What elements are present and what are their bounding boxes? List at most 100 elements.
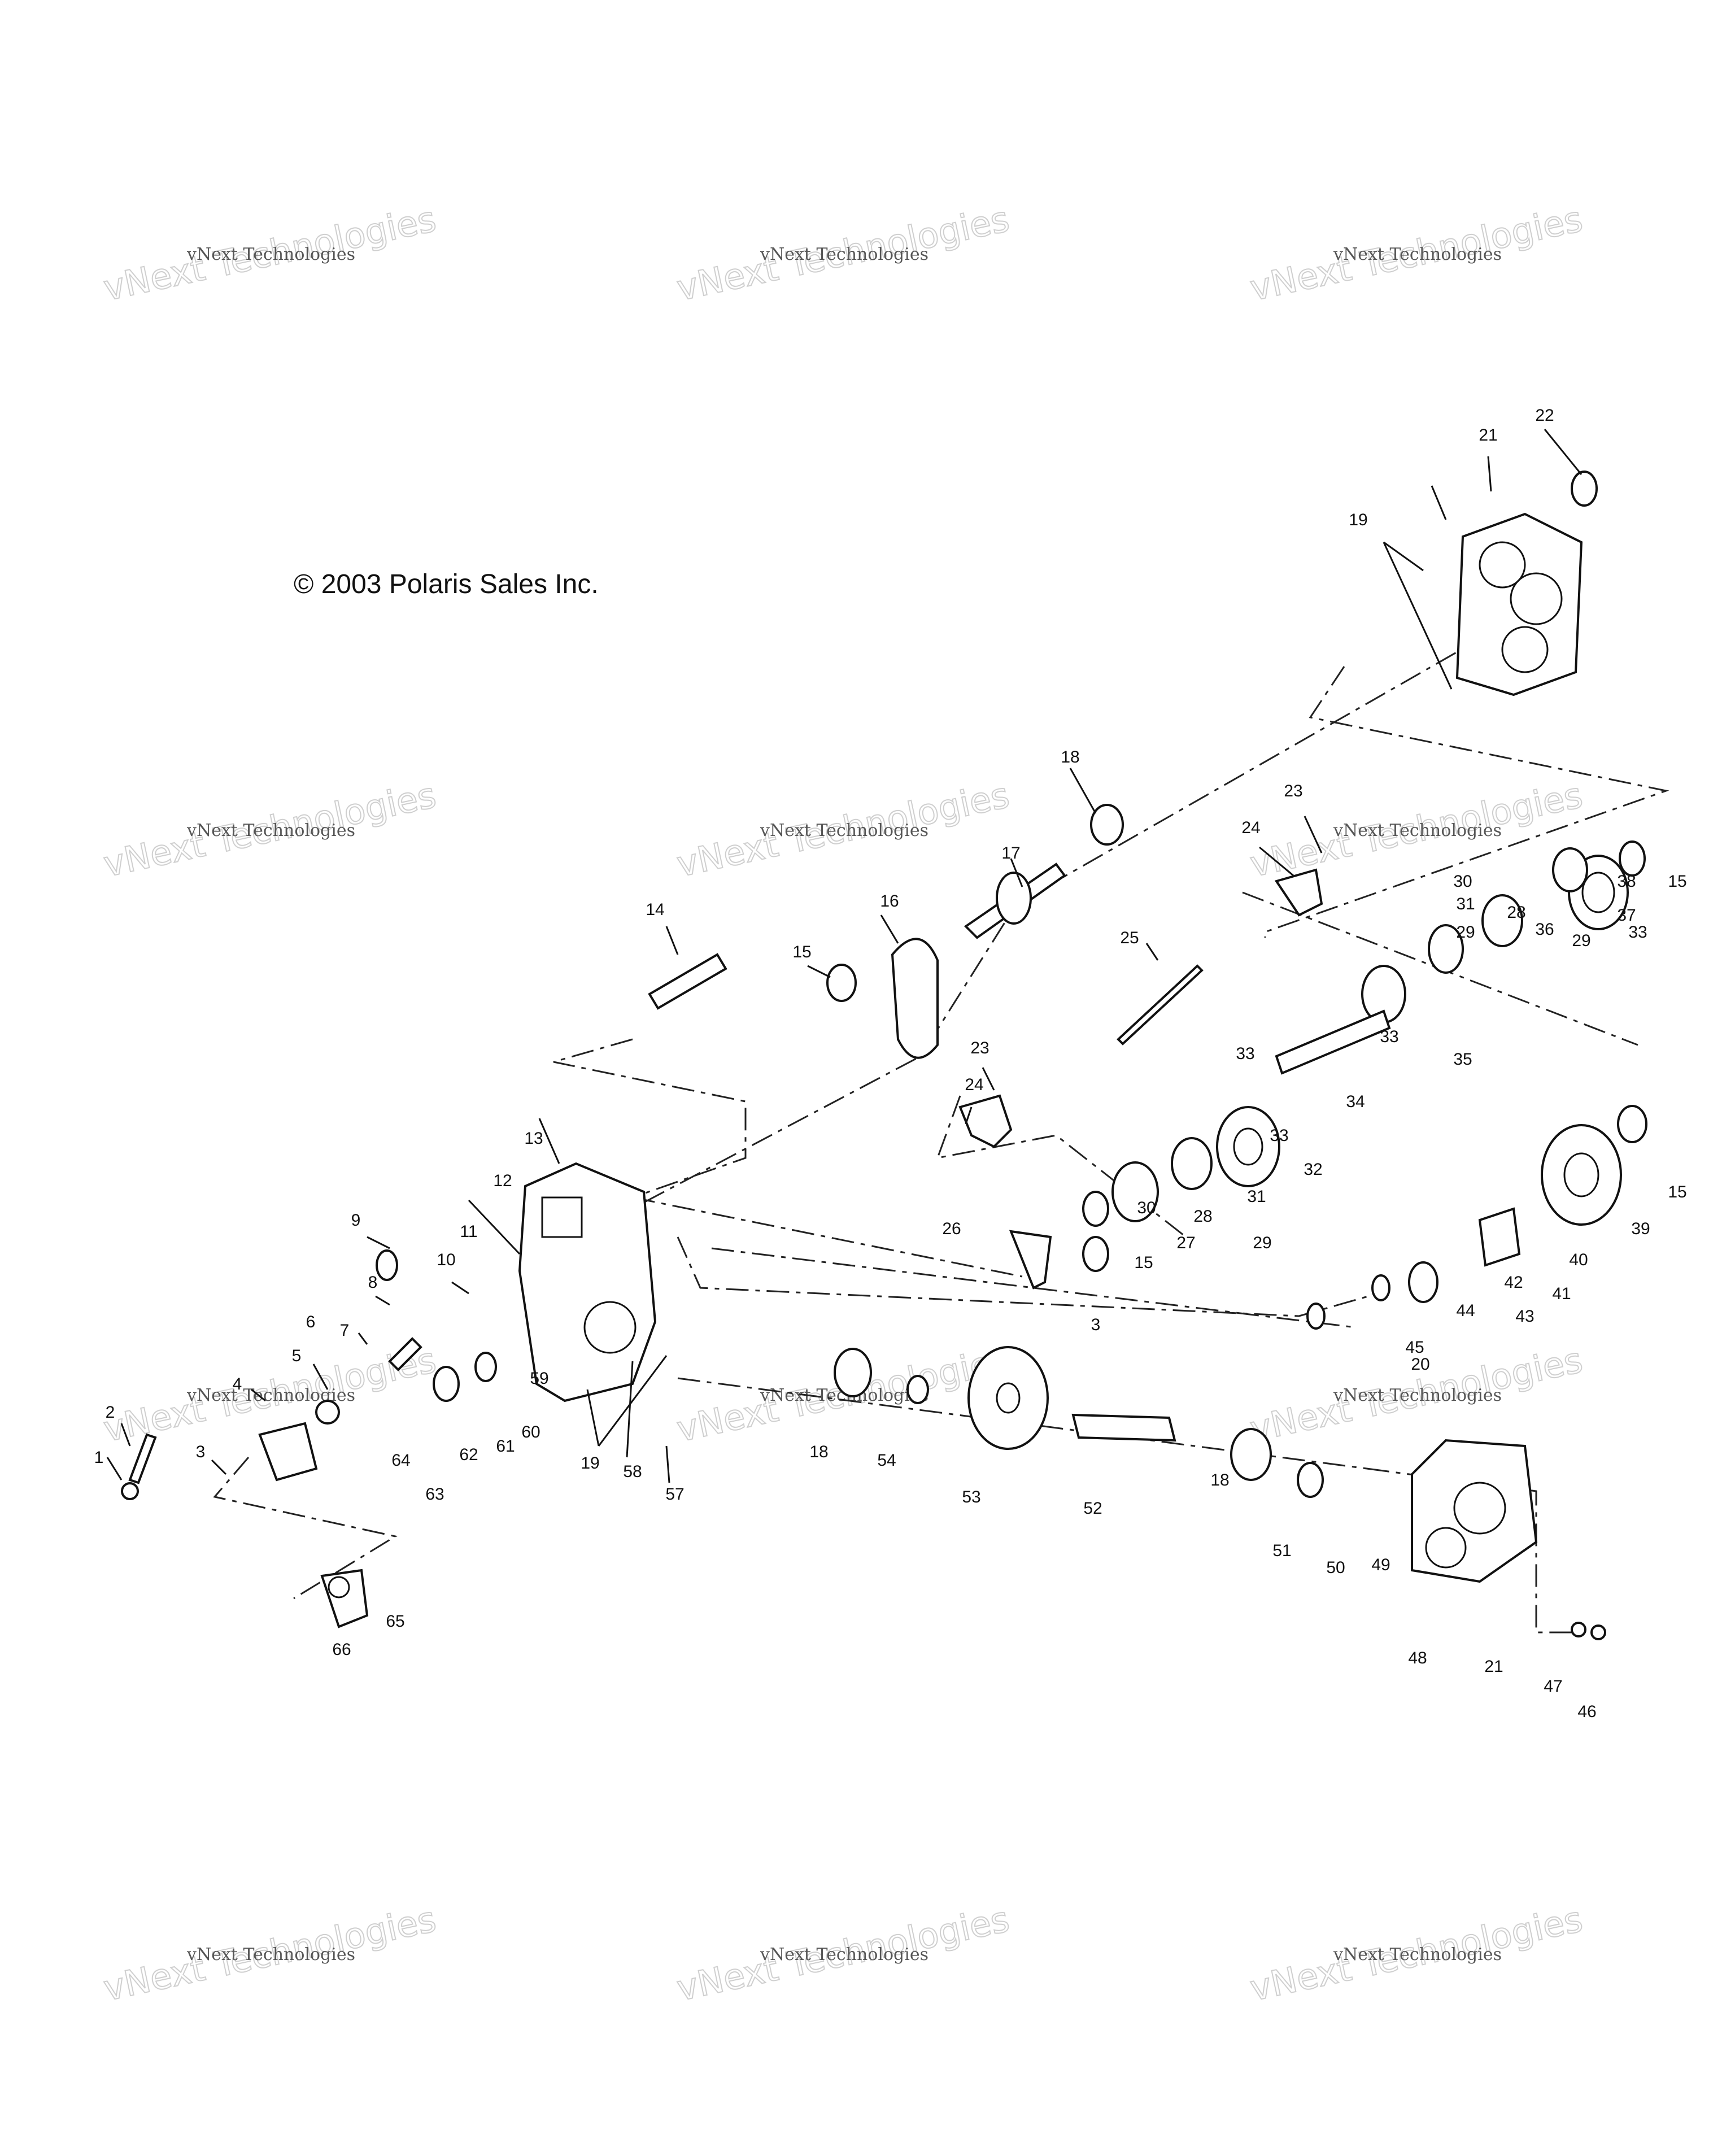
callout-number: 66 xyxy=(332,1640,351,1659)
callout-number: 11 xyxy=(460,1222,477,1241)
callout-number: 17 xyxy=(1001,844,1020,863)
callout-number: 32 xyxy=(1304,1160,1322,1179)
callout-number: 21 xyxy=(1479,426,1497,445)
callout-number: 28 xyxy=(1507,903,1525,922)
callout-number: 19 xyxy=(1349,511,1367,529)
callout-number: 62 xyxy=(459,1445,478,1464)
callout-number: 23 xyxy=(970,1039,989,1057)
callout-number: 24 xyxy=(965,1075,983,1094)
callout-number: 21 xyxy=(1484,1657,1503,1676)
chain-part xyxy=(891,938,939,1059)
callout-number: 22 xyxy=(1535,406,1554,425)
callout-number: 50 xyxy=(1326,1558,1345,1577)
callout-number: 65 xyxy=(386,1612,404,1631)
callout-number: 27 xyxy=(1176,1234,1195,1252)
watermark-small-text: vNext Technologies xyxy=(760,1945,928,1965)
watermark-small-text: vNext Technologies xyxy=(1333,1945,1502,1965)
callout-number: 9 xyxy=(351,1211,361,1230)
watermark-small-text: vNext Technologies xyxy=(1333,245,1502,264)
callout-number: 3 xyxy=(1091,1316,1101,1334)
callout-number: 35 xyxy=(1453,1050,1472,1069)
shift-rod-part xyxy=(1117,964,1204,1046)
callout-number: 33 xyxy=(1380,1027,1398,1046)
callout-number: 36 xyxy=(1535,920,1554,939)
watermark-small-text: vNext Technologies xyxy=(186,821,355,840)
callout-number: 38 xyxy=(1617,872,1636,891)
callout-number: 33 xyxy=(1236,1044,1254,1063)
callout-number: 59 xyxy=(530,1369,548,1388)
callout-number: 10 xyxy=(437,1251,455,1269)
callout-number: 53 xyxy=(962,1488,980,1506)
callout-number: 12 xyxy=(493,1171,512,1190)
callout-number: 23 xyxy=(1284,782,1302,800)
callout-number: 46 xyxy=(1577,1702,1596,1721)
callout-number: 57 xyxy=(665,1485,684,1504)
callout-number: 58 xyxy=(623,1462,642,1481)
clutch-disc-part xyxy=(967,1346,1049,1450)
callout-number: 13 xyxy=(524,1129,543,1148)
callout-number: 47 xyxy=(1544,1677,1562,1696)
lower-cover-part xyxy=(1411,1439,1538,1583)
leader-lines xyxy=(106,429,1583,1483)
pin-part xyxy=(648,953,727,1010)
copyright-text: © 2003 Polaris Sales Inc. xyxy=(294,569,599,599)
callout-number: 42 xyxy=(1504,1273,1523,1292)
callout-number: 49 xyxy=(1371,1556,1390,1574)
watermark-small-text: vNext Technologies xyxy=(1333,821,1502,840)
callout-number: 24 xyxy=(1241,818,1260,837)
callout-number: 28 xyxy=(1193,1207,1212,1226)
callout-number: 18 xyxy=(809,1443,828,1461)
parts xyxy=(121,471,1647,1640)
callout-number: 18 xyxy=(1061,748,1079,766)
housing-part xyxy=(320,1569,369,1628)
callout-number: 25 xyxy=(1120,929,1139,947)
main-case-part xyxy=(518,1162,657,1403)
watermark-small-text: vNext Technologies xyxy=(1333,1386,1502,1405)
callout-number: 14 xyxy=(646,900,664,919)
callout-number: 16 xyxy=(880,892,899,911)
callout-number: 43 xyxy=(1515,1307,1534,1326)
case-cover-part xyxy=(1455,512,1583,696)
callout-number: 48 xyxy=(1408,1649,1427,1667)
callout-number: 33 xyxy=(1270,1126,1288,1145)
oil-pump-part xyxy=(258,1422,318,1482)
callout-number: 51 xyxy=(1272,1541,1291,1560)
callout-number: 18 xyxy=(1210,1471,1229,1489)
callout-number: 39 xyxy=(1631,1219,1650,1238)
callout-number: 4 xyxy=(233,1375,242,1393)
callout-number: 44 xyxy=(1456,1301,1475,1320)
callout-number: 52 xyxy=(1083,1499,1102,1518)
callout-number: 8 xyxy=(368,1273,378,1292)
callout-number: 26 xyxy=(942,1219,961,1238)
callout-number: 6 xyxy=(306,1313,316,1331)
callout-number: 20 xyxy=(1411,1355,1429,1374)
callout-number: 30 xyxy=(1453,872,1472,891)
callout-number: 1 xyxy=(94,1448,104,1467)
callout-number: 60 xyxy=(521,1423,540,1441)
callout-number: 15 xyxy=(1668,872,1686,891)
callout-number: 29 xyxy=(1456,923,1475,942)
bearing-part xyxy=(1571,471,1598,507)
watermark-small-text: vNext Technologies xyxy=(760,245,928,264)
callout-number: 30 xyxy=(1137,1199,1156,1217)
callout-number: 61 xyxy=(496,1437,515,1456)
callout-number: 54 xyxy=(877,1451,896,1470)
callout-number: 15 xyxy=(792,943,811,961)
output-shaft-part xyxy=(1071,1413,1176,1442)
callout-number: 2 xyxy=(106,1403,115,1422)
callout-number: 31 xyxy=(1247,1187,1266,1206)
callout-number: 64 xyxy=(391,1451,410,1470)
callout-number: 41 xyxy=(1552,1284,1571,1303)
callout-number: 5 xyxy=(292,1347,302,1365)
shift-plate-part xyxy=(1009,1230,1052,1290)
